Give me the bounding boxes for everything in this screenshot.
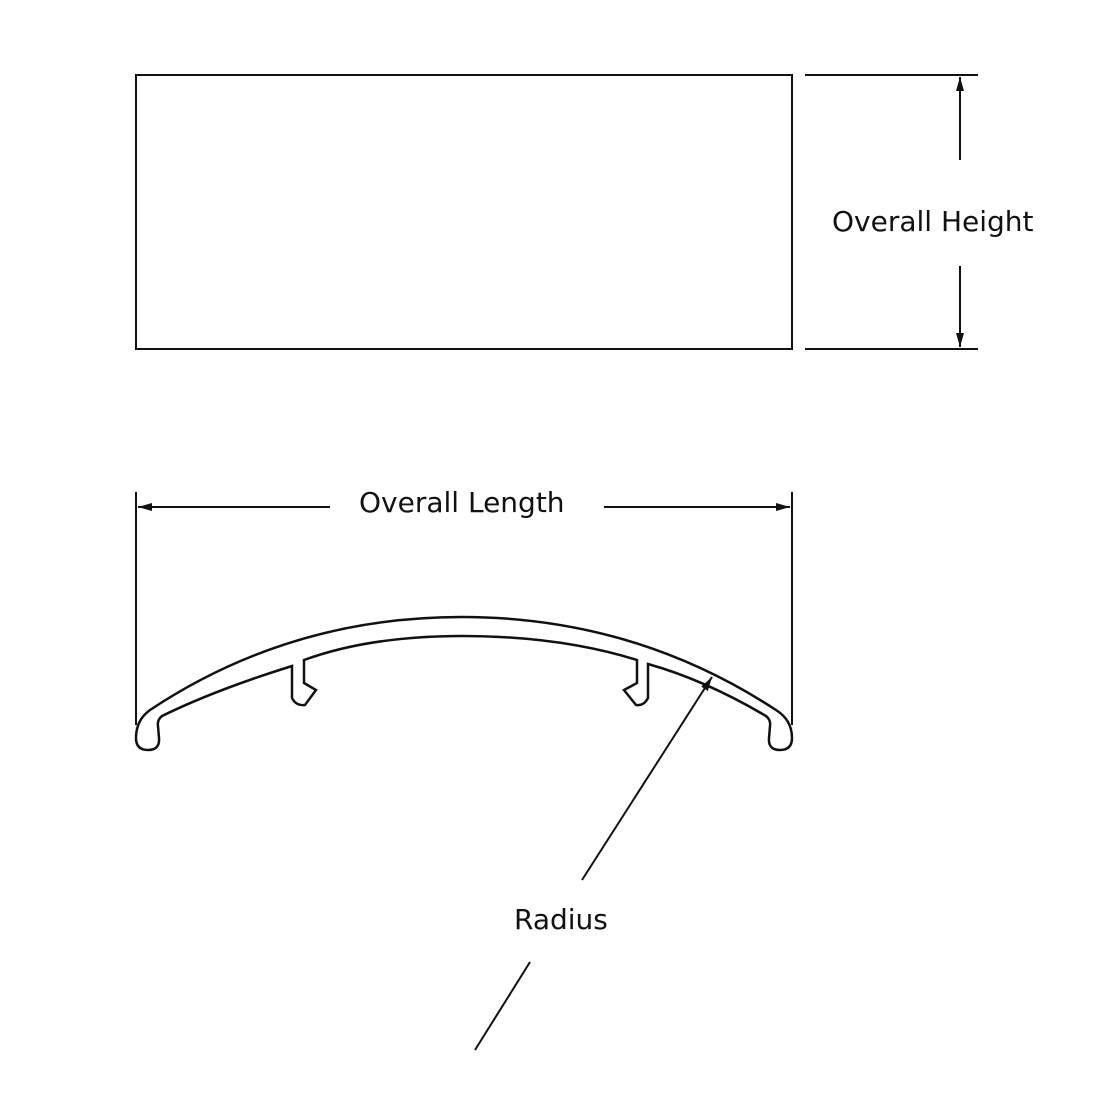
radius-leader-line-lower bbox=[474, 961, 531, 1051]
top-view-rectangle bbox=[135, 74, 793, 350]
overall-height-label: Overall Height bbox=[832, 205, 1034, 238]
radius-leader-line bbox=[581, 676, 713, 881]
arc-profile bbox=[134, 615, 794, 752]
overall-length-label: Overall Length bbox=[359, 486, 565, 519]
radius-label: Radius bbox=[514, 903, 608, 936]
